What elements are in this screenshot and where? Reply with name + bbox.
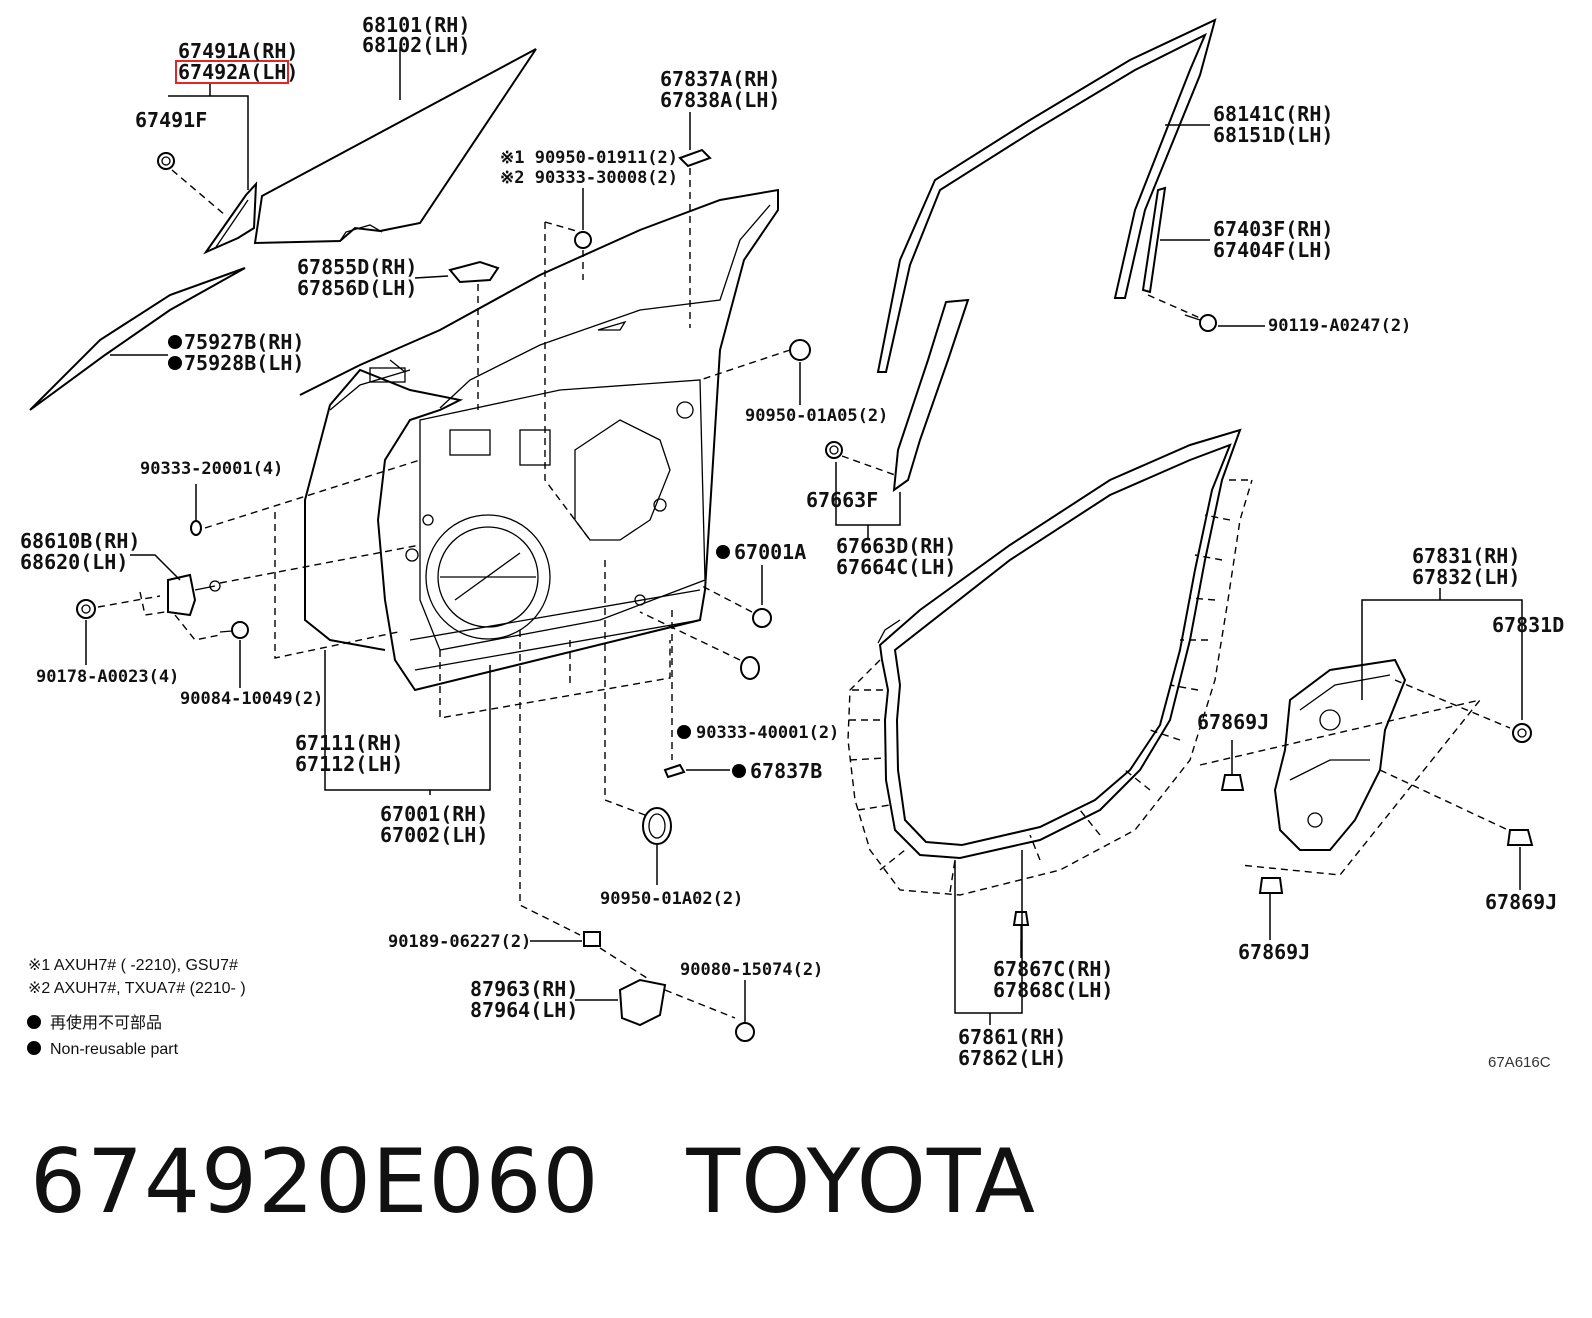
label-87964: 87964(LH) — [470, 998, 578, 1022]
label-67491f: 67491F — [135, 108, 207, 132]
label-67492a[interactable]: 67492A(LH) — [178, 60, 298, 84]
label-87963: 87963(RH) — [470, 977, 578, 1001]
legend-japanese: 再使用不可部品 — [50, 1014, 162, 1032]
label-67002: 67002(LH) — [380, 823, 488, 847]
glass-run-channel[interactable] — [1141, 186, 1167, 294]
diagram-code: 67A616C — [1488, 1054, 1551, 1071]
non-reusable-dot — [732, 764, 746, 778]
label-90119: 90119-A0247(2) — [1268, 316, 1411, 336]
label-75928b: 75928B(LH) — [184, 351, 304, 375]
label-67837b: 67837B — [750, 759, 822, 783]
non-reusable-dot — [677, 725, 691, 739]
screw-90189[interactable] — [583, 931, 601, 947]
non-reusable-dot — [168, 335, 182, 349]
clip-67663f[interactable] — [825, 441, 843, 459]
label-67869j-a: 67869J — [1197, 710, 1269, 734]
clip-67869j-c[interactable] — [1258, 877, 1284, 894]
clip-67869j-b[interactable] — [1506, 829, 1534, 846]
service-hole-cover[interactable] — [1273, 658, 1407, 851]
label-67001a: 67001A — [734, 540, 806, 564]
door-garnish[interactable] — [892, 298, 970, 493]
label-67867c: 67867C(RH) — [993, 957, 1113, 981]
clip-67491f[interactable] — [157, 152, 175, 170]
label-9095001a02: 90950-01A02(2) — [600, 889, 743, 909]
door-weatherstrip[interactable] — [847, 428, 1253, 896]
label-67855d: 67855D(RH) — [297, 255, 417, 279]
bolt-67001a[interactable] — [752, 608, 772, 628]
label-90178: 90178-A0023(4) — [36, 667, 179, 687]
label-67838a: 67838A(LH) — [660, 88, 780, 112]
label-67403f: 67403F(RH) — [1213, 217, 1333, 241]
door-sash-frame[interactable] — [876, 18, 1217, 373]
label-67862: 67862(LH) — [958, 1046, 1066, 1070]
label-67404f: 67404F(LH) — [1213, 238, 1333, 262]
label-67831d: 67831D — [1492, 613, 1564, 637]
label-68151d: 68151D(LH) — [1213, 123, 1333, 147]
part-number: 674920E060 — [30, 1130, 600, 1233]
label-67869j-b: 67869J — [1485, 890, 1557, 914]
part-67837b[interactable] — [663, 763, 686, 779]
label-68141c: 68141C(RH) — [1213, 102, 1333, 126]
label-67837a: 67837A(RH) — [660, 67, 780, 91]
label-9095001a05: 90950-01A05(2) — [745, 406, 888, 426]
bracket-87963[interactable] — [618, 978, 667, 1027]
non-reusable-dot — [716, 545, 730, 559]
clip-67867c[interactable] — [1012, 911, 1030, 940]
legend-dot-icon — [27, 1041, 41, 1055]
highlight-box — [175, 60, 289, 84]
footnote-2: ※2 AXUH7#, TXUA7# (2210- ) — [28, 980, 246, 997]
brand-name: TOYOTA — [686, 1130, 1036, 1233]
footer-caption: 674920E060 TOYOTA — [30, 1130, 1036, 1233]
front-corner-seal[interactable] — [203, 181, 258, 255]
label-67868c: 67868C(LH) — [993, 978, 1113, 1002]
footnote-1: ※1 AXUH7# ( -2210), GSU7# — [28, 957, 238, 974]
nut-90178[interactable] — [76, 599, 96, 619]
plug-9095001a05[interactable] — [789, 339, 811, 361]
label-90084: 90084-10049(2) — [180, 689, 323, 709]
part-67837a[interactable] — [678, 148, 712, 168]
bolt-90080[interactable] — [735, 1022, 755, 1042]
label-90189: 90189-06227(2) — [388, 932, 531, 952]
label-67664c: 67664C(LH) — [836, 555, 956, 579]
legend-dot-icon — [27, 1015, 41, 1029]
part-67855d[interactable] — [448, 260, 500, 284]
label-75927b: 75927B(RH) — [184, 330, 304, 354]
label-68102: 68102(LH) — [362, 33, 470, 57]
plug-90333-40001[interactable] — [740, 656, 760, 680]
label-67111: 67111(RH) — [295, 731, 403, 755]
legend-english: Non-reusable part — [50, 1041, 179, 1058]
door-hinge[interactable] — [167, 573, 221, 617]
label-67663f: 67663F — [806, 488, 878, 512]
label-90080: 90080-15074(2) — [680, 960, 823, 980]
bolt-90084[interactable] — [219, 621, 249, 639]
label-67861: 67861(RH) — [958, 1025, 1066, 1049]
window-glass[interactable] — [253, 48, 537, 245]
label-67001: 67001(RH) — [380, 802, 488, 826]
label-67663d: 67663D(RH) — [836, 534, 956, 558]
plug-9095001a02[interactable] — [642, 807, 672, 845]
label-90333-40001: 90333-40001(2) — [696, 723, 839, 743]
label-68101: 68101(RH) — [362, 13, 470, 37]
label-68610b: 68610B(RH) — [20, 529, 140, 553]
label-67831: 67831(RH) — [1412, 544, 1520, 568]
label-67869j-c: 67869J — [1238, 940, 1310, 964]
label-67832: 67832(LH) — [1412, 565, 1520, 589]
label-67112: 67112(LH) — [295, 752, 403, 776]
label-67856d: 67856D(LH) — [297, 276, 417, 300]
plug-190950[interactable] — [574, 231, 592, 249]
clip-67831d[interactable] — [1512, 723, 1532, 743]
label-68620: 68620(LH) — [20, 550, 128, 574]
bolt-90119[interactable] — [1184, 314, 1217, 332]
clip-67869j-a[interactable] — [1220, 774, 1245, 791]
plug-90333-20001[interactable] — [190, 520, 202, 536]
non-reusable-dot — [168, 356, 182, 370]
label-90333-20001: 90333-20001(4) — [140, 459, 283, 479]
label-67491a: 67491A(RH) — [178, 39, 298, 63]
label-290333: ※2 90333-30008(2) — [500, 168, 678, 188]
belt-moulding[interactable] — [29, 267, 246, 411]
label-190950: ※1 90950-01911(2) — [500, 148, 678, 168]
